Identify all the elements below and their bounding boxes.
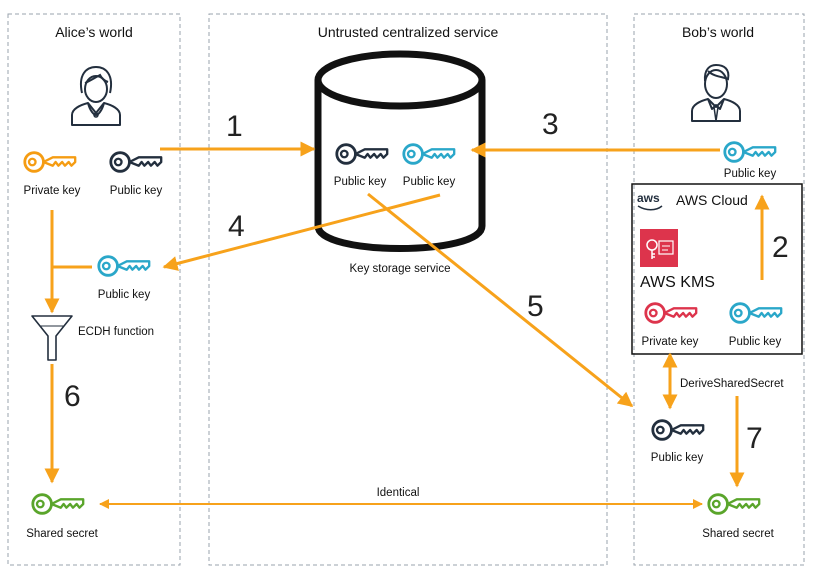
alice-private-key-icon xyxy=(23,151,77,173)
service-panel xyxy=(208,13,608,566)
kms-private-key-icon xyxy=(644,302,698,324)
key-storage-service-label: Key storage service xyxy=(350,263,451,275)
storage-public-key-label-2: Public key xyxy=(403,176,456,188)
kms-icon xyxy=(640,229,678,267)
step-number-2: 2 xyxy=(772,231,789,264)
key-storage-database-icon xyxy=(314,50,486,252)
bob-world-title: Bob’s world xyxy=(682,24,754,40)
step-number-7: 7 xyxy=(746,422,763,455)
bob-public-key-label: Public key xyxy=(724,168,777,180)
alice-public-key-label: Public key xyxy=(110,185,163,197)
kms-public-key-icon xyxy=(729,302,783,324)
bob-shared-secret-label: Shared secret xyxy=(702,528,774,540)
alice-shared-secret-label: Shared secret xyxy=(26,528,98,540)
bob-user-icon xyxy=(690,63,742,123)
step-number-3: 3 xyxy=(542,108,559,141)
bob-received-public-key-label: Public key xyxy=(651,452,704,464)
aws-logo-icon: aws xyxy=(637,191,663,211)
storage-public-key-label-1: Public key xyxy=(334,176,387,188)
alice-world-title: Alice’s world xyxy=(55,24,133,40)
bob-received-public-key-icon xyxy=(651,419,705,441)
bob-shared-secret-icon xyxy=(707,493,761,515)
identical-label: Identical xyxy=(377,487,420,499)
alice-shared-secret-icon xyxy=(31,493,85,515)
step-number-5: 5 xyxy=(527,290,544,323)
storage-public-key-icon-2 xyxy=(402,143,456,165)
step-number-1: 1 xyxy=(226,110,243,143)
bob-world-panel xyxy=(633,13,805,566)
svg-text:aws: aws xyxy=(637,191,660,205)
service-title: Untrusted centralized service xyxy=(318,24,499,40)
aws-cloud-title: AWS Cloud xyxy=(676,192,748,208)
ecdh-function-label: ECDH function xyxy=(78,326,154,338)
alice-world-panel xyxy=(7,13,181,566)
arrow-step-5 xyxy=(367,192,634,408)
derive-shared-secret-label: DeriveSharedSecret xyxy=(680,378,784,390)
alice-public-key-icon xyxy=(109,151,163,173)
alice-private-key-label: Private key xyxy=(24,185,81,197)
storage-public-key-icon-1 xyxy=(335,143,389,165)
aws-cloud-box xyxy=(631,183,803,355)
alice-user-icon xyxy=(70,65,122,127)
kms-private-key-label: Private key xyxy=(642,336,699,348)
alice-received-public-key-icon xyxy=(97,255,151,277)
step-number-4: 4 xyxy=(228,210,245,243)
aws-kms-title: AWS KMS xyxy=(640,274,715,291)
step-number-6: 6 xyxy=(64,380,81,413)
alice-received-public-key-label: Public key xyxy=(98,289,151,301)
ecdh-funnel-icon xyxy=(31,315,73,361)
arrow-step-4 xyxy=(162,193,441,271)
kms-public-key-label: Public key xyxy=(729,336,782,348)
bob-public-key-icon xyxy=(723,141,777,163)
